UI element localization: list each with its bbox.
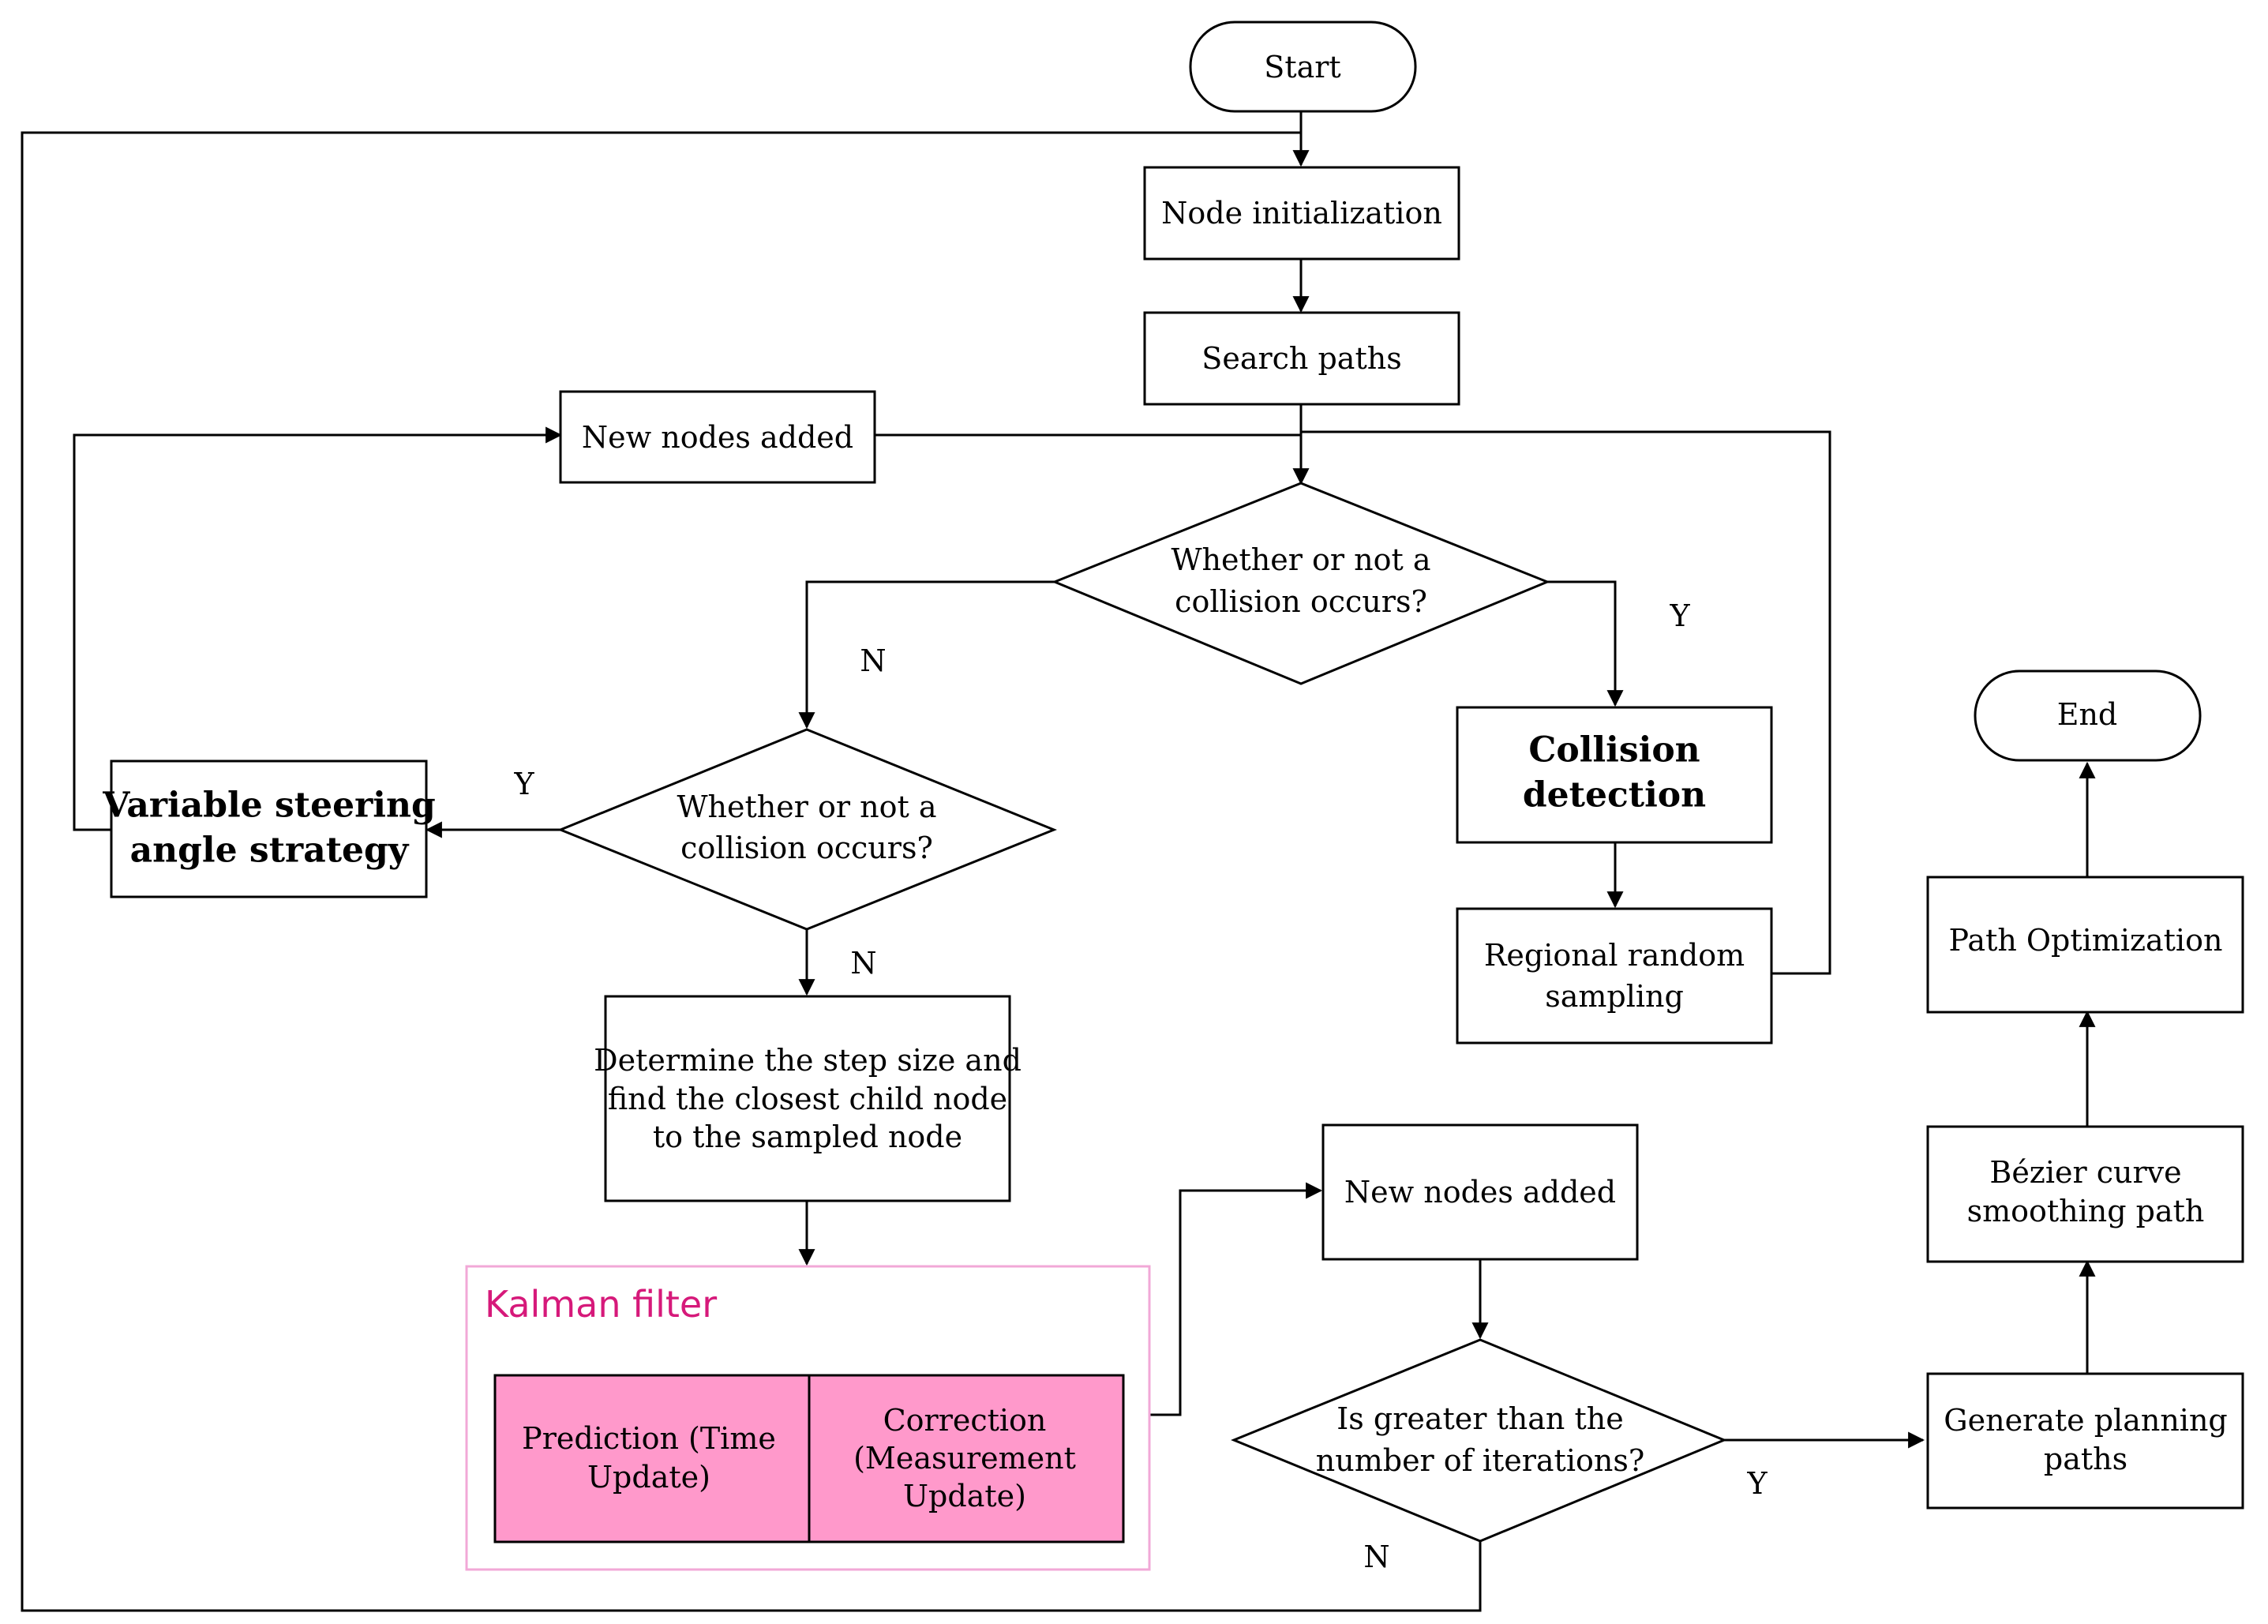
step-size-line-2: find the closest child node <box>608 1082 1007 1116</box>
variable-steering-line-2: angle strategy <box>130 831 410 871</box>
search-paths-label: Search paths <box>1201 341 1401 376</box>
variable-steering-line-1: Variable steering <box>102 786 436 826</box>
correction-line-2: (Measurement <box>853 1441 1076 1476</box>
regional-sampling-line-2: sampling <box>1545 979 1684 1014</box>
edge-regional-to-q1 <box>1301 430 1831 975</box>
start-label: Start <box>1264 50 1340 84</box>
collision-detection-fill <box>1456 706 1773 844</box>
edge-q1-no <box>798 580 1055 729</box>
correction-line-3: Update) <box>903 1479 1026 1513</box>
new-nodes-added-top-box: New nodes added <box>559 390 876 484</box>
edge-loop-back-to-init <box>21 131 1482 1612</box>
step-size-line-1: Determine the step size and <box>594 1043 1022 1078</box>
start-node: Start <box>1189 21 1417 113</box>
collision-decision-1: Whether or not a collision occurs? <box>1052 482 1550 685</box>
correction-line-1: Correction <box>883 1403 1047 1438</box>
q2-yes-label: Y <box>513 767 534 801</box>
node-initialization-box: Node initialization <box>1143 166 1460 261</box>
path-optimization-box: Path Optimization <box>1926 876 2244 1014</box>
collision-detection-line-1: Collision <box>1528 730 1700 771</box>
iter-yes-label: Y <box>1746 1466 1768 1501</box>
kalman-filter-group: Kalman filter Prediction (Time Update) C… <box>465 1265 1151 1571</box>
new-nodes-added-bottom-box: New nodes added <box>1321 1123 1639 1261</box>
path-optimization-label: Path Optimization <box>1949 923 2223 958</box>
prediction-fill <box>493 1374 811 1543</box>
edge-q1-yes <box>1547 580 1624 707</box>
collision-detection-box: Collision detection <box>1456 706 1773 844</box>
iterations-decision: Is greater than the number of iterations… <box>1231 1338 1727 1543</box>
q2-no-label: N <box>850 946 876 981</box>
collision-decision-2: Whether or not a collision occurs? <box>557 728 1058 931</box>
bezier-line-1: Bézier curve <box>1989 1155 2181 1190</box>
regional-sampling-line-1: Regional random <box>1484 938 1745 973</box>
generate-paths-line-1: Generate planning <box>1944 1403 2228 1438</box>
prediction-line-2: Update) <box>587 1460 710 1495</box>
kalman-filter-title: Kalman filter <box>485 1283 717 1326</box>
iter-no-label: N <box>1363 1540 1389 1574</box>
prediction-line-1: Prediction (Time <box>522 1421 776 1456</box>
collision-detection-line-2: detection <box>1523 775 1706 816</box>
variable-steering-box: Variable steering angle strategy <box>102 759 436 898</box>
edge-kalman-to-newnodes <box>1149 1182 1323 1416</box>
q1-yes-label: Y <box>1669 598 1690 633</box>
generate-paths-line-2: paths <box>2044 1442 2127 1476</box>
collision-decision-1-line-2: collision occurs? <box>1175 584 1427 619</box>
collision-decision-1-line-1: Whether or not a <box>1171 542 1431 577</box>
iterations-decision-line-1: Is greater than the <box>1336 1401 1623 1436</box>
new-nodes-added-bottom-label: New nodes added <box>1344 1175 1616 1210</box>
step-size-box: Determine the step size and find the clo… <box>594 995 1022 1202</box>
bezier-smoothing-box: Bézier curve smoothing path <box>1926 1125 2244 1263</box>
correction-fill <box>808 1374 1125 1543</box>
end-label: End <box>2057 697 2118 732</box>
iterations-decision-line-2: number of iterations? <box>1316 1443 1644 1478</box>
q1-no-label: N <box>860 643 886 678</box>
generate-planning-paths-box: Generate planning paths <box>1926 1372 2244 1510</box>
collision-decision-2-line-1: Whether or not a <box>677 789 937 824</box>
bezier-line-2: smoothing path <box>1967 1194 2205 1228</box>
collision-decision-2-line-2: collision occurs? <box>680 831 933 865</box>
bezier-fill <box>1926 1125 2244 1263</box>
variable-steering-fill <box>110 759 428 898</box>
edge-steering-to-newnodes <box>73 426 563 831</box>
search-paths-box: Search paths <box>1143 311 1460 406</box>
new-nodes-added-top-label: New nodes added <box>582 420 853 455</box>
end-node: End <box>1974 669 2202 762</box>
regional-random-sampling-box: Regional random sampling <box>1456 907 1773 1045</box>
node-initialization-label: Node initialization <box>1161 196 1442 231</box>
step-size-line-3: to the sampled node <box>653 1120 962 1154</box>
